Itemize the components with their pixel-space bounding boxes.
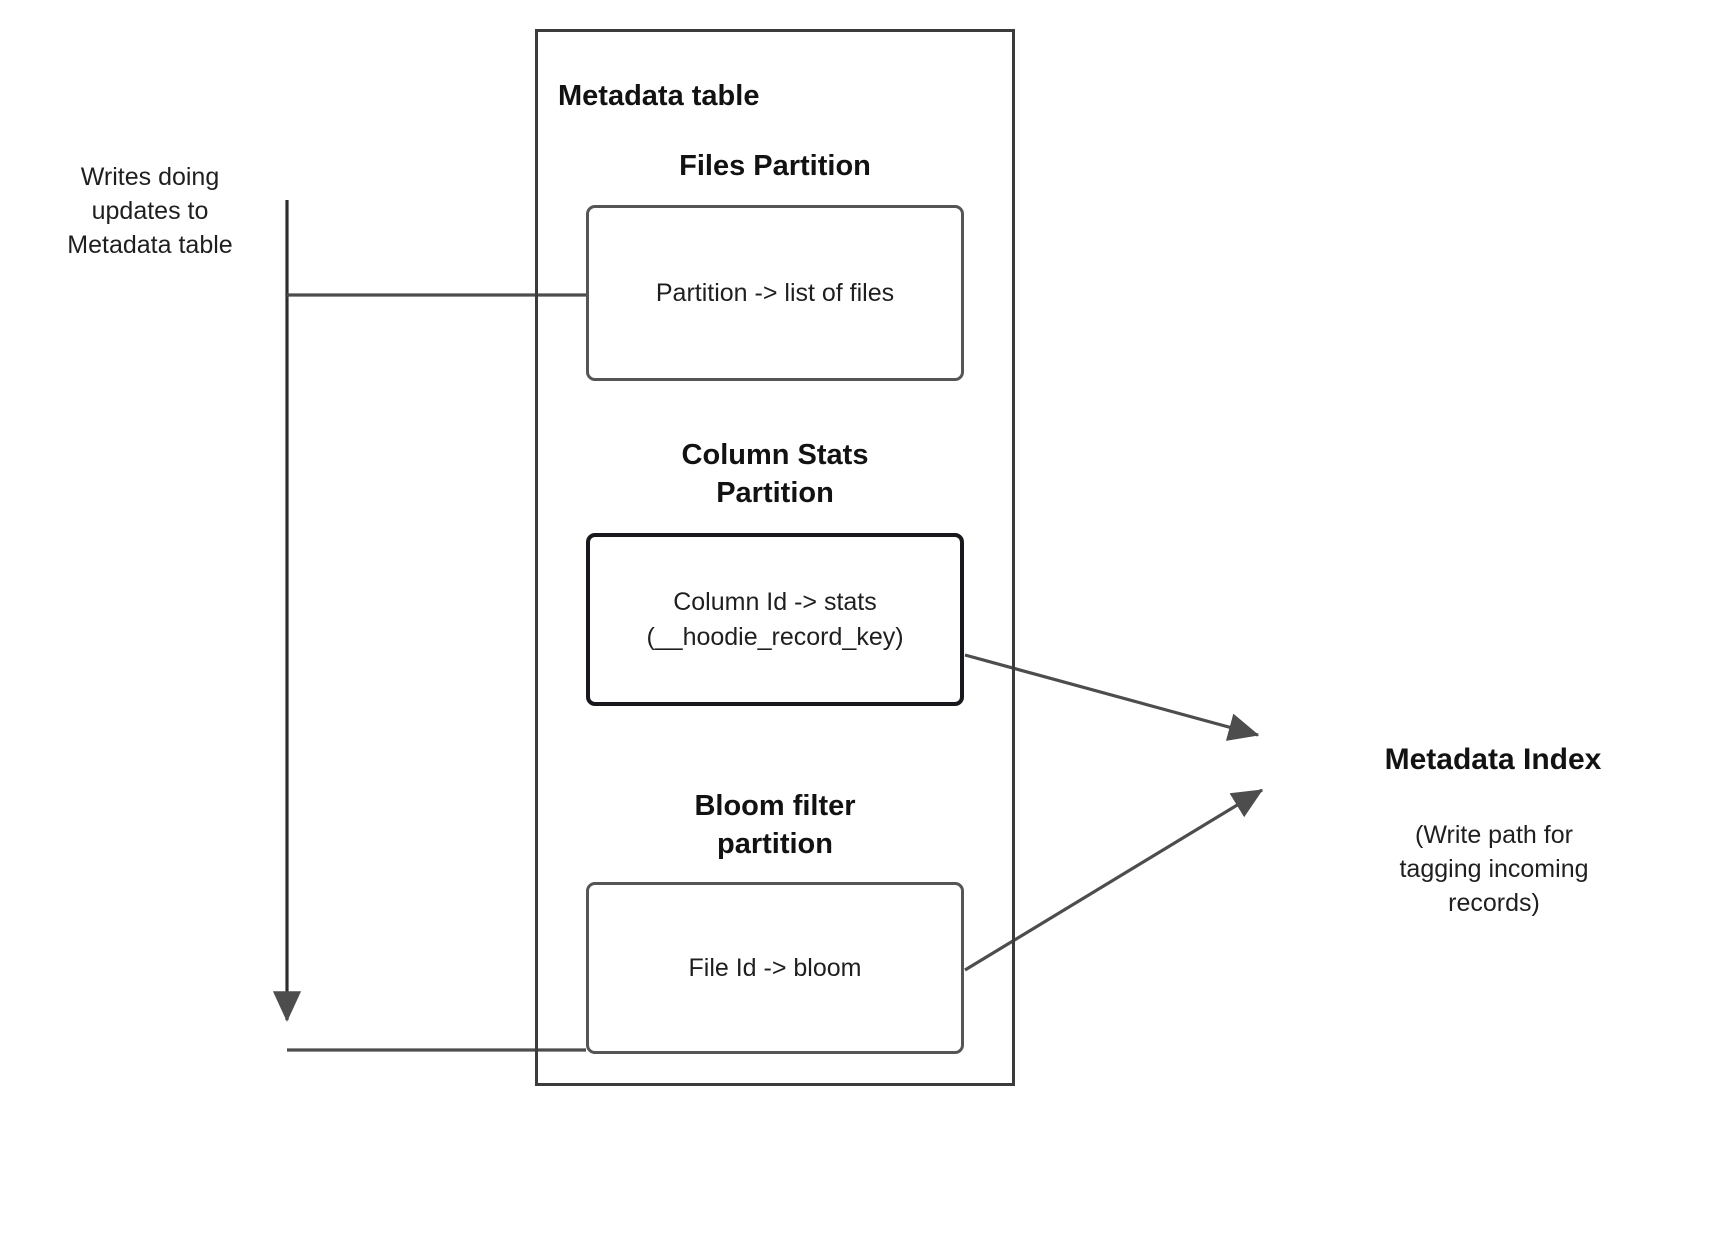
column-stats-partition-heading: Column Stats Partition — [681, 439, 869, 509]
files-partition-heading: Files Partition — [679, 150, 871, 182]
bloom-filter-partition-box-text: File Id -> bloom — [688, 953, 862, 982]
metadata-index-title: Metadata Index — [1384, 743, 1602, 776]
metadata-table-title: Metadata table — [558, 80, 760, 112]
metadata-table-container — [535, 29, 1015, 1086]
column-stats-partition-box: Column Id -> stats (__hoodie_record_key) — [586, 533, 964, 706]
metadata-index-note: (Write path for tagging incoming records… — [1399, 821, 1589, 917]
writes-note-label: Writes doing updates to Metadata table — [67, 163, 233, 259]
files-partition-box: Partition -> list of files — [586, 205, 964, 381]
bloom-filter-partition-heading: Bloom filter partition — [694, 790, 856, 860]
files-partition-box-text: Partition -> list of files — [655, 278, 895, 307]
column-stats-partition-box-text: Column Id -> stats (__hoodie_record_key) — [646, 588, 904, 651]
bloom-filter-partition-box: File Id -> bloom — [586, 882, 964, 1054]
